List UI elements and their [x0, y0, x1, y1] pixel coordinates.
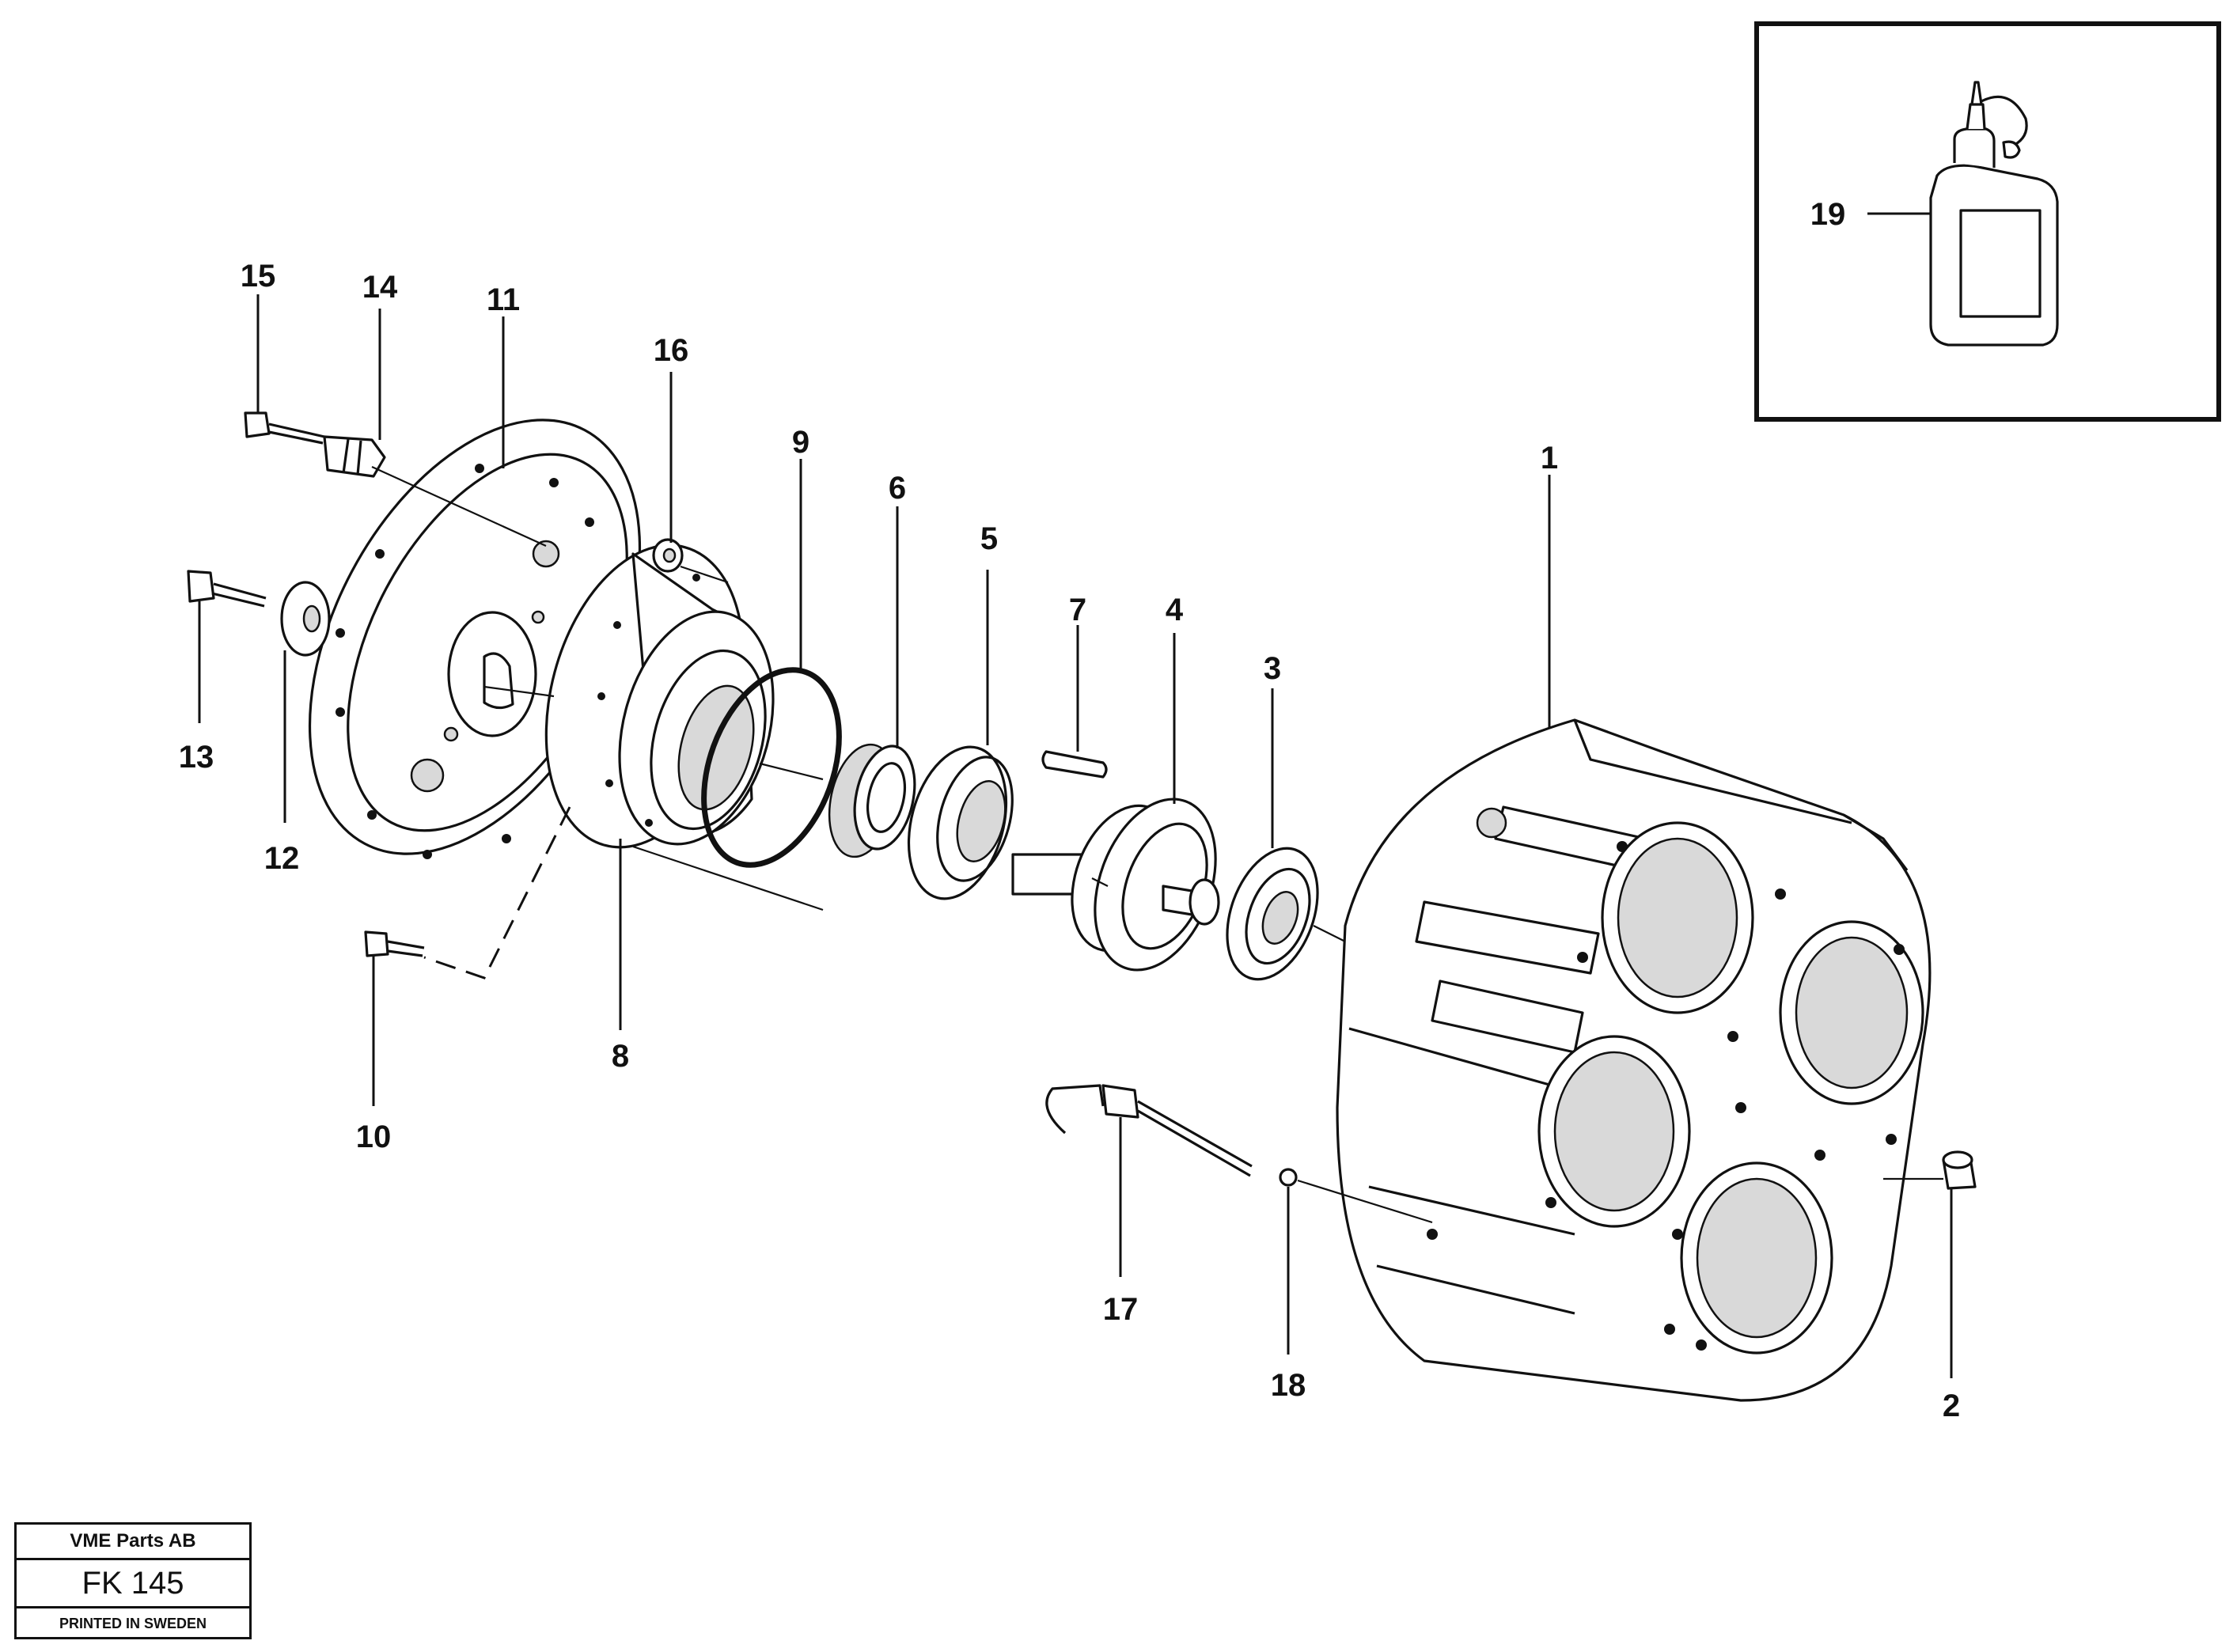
callout-6: 6: [889, 471, 906, 506]
part-3-bearing: [1226, 847, 1319, 981]
callout-3: 3: [1264, 651, 1281, 686]
callout-5: 5: [980, 521, 998, 556]
oil-bottle-icon: [1929, 81, 2059, 347]
part-5-bearing: [907, 745, 1014, 900]
callout-7: 7: [1069, 593, 1086, 627]
part-10-bolt: [364, 930, 425, 957]
callout-8: 8: [612, 1039, 629, 1074]
callout-9: 9: [792, 425, 809, 460]
callout-17: 17: [1103, 1292, 1139, 1327]
part-8-housing: [544, 544, 775, 849]
callout-16: 16: [654, 333, 689, 368]
callout-18: 18: [1271, 1368, 1306, 1403]
printed-note: PRINTED IN SWEDEN: [59, 1616, 207, 1631]
part-7-key: [1041, 750, 1108, 779]
part-9-o-ring: [701, 667, 842, 868]
part-6-seal: [828, 743, 916, 858]
part-14-fitting: [323, 435, 386, 478]
part-18-seal-ring: [1279, 1168, 1298, 1187]
callout-14: 14: [362, 270, 398, 305]
callout-2: 2: [1943, 1389, 1960, 1423]
leader-lines: [198, 212, 1953, 1378]
callout-12: 12: [264, 841, 300, 876]
part-16-nut: [652, 538, 684, 573]
company-name: VME Parts AB: [17, 1525, 249, 1560]
part-15-screw: [244, 411, 325, 445]
inset-box-part-19: [1754, 21, 2221, 422]
part-13-bolt: [187, 570, 267, 608]
callout-1: 1: [1541, 441, 1558, 476]
callout-labels: 1 2 3 4 5 6 7 8 9 10 11 12 13 14 15 16 1…: [179, 197, 1960, 1423]
title-block: VME Parts AB FK 145 PRINTED IN SWEDEN: [14, 1522, 252, 1639]
figure-code: FK 145: [17, 1560, 249, 1608]
assembly-lines: [371, 465, 1943, 1224]
part-12-washer: [280, 581, 331, 657]
part-4-gear-shaft: [1011, 798, 1220, 972]
callout-11: 11: [487, 282, 520, 317]
callout-19: 19: [1810, 197, 1846, 232]
part-1-main-housing: [1336, 718, 1932, 1402]
callout-4: 4: [1166, 593, 1184, 627]
callout-13: 13: [179, 740, 214, 775]
part-2-plug: [1942, 1150, 1977, 1190]
part-17-drain-hose: [1045, 1084, 1253, 1177]
callout-10: 10: [356, 1120, 392, 1154]
callout-15: 15: [241, 259, 276, 294]
